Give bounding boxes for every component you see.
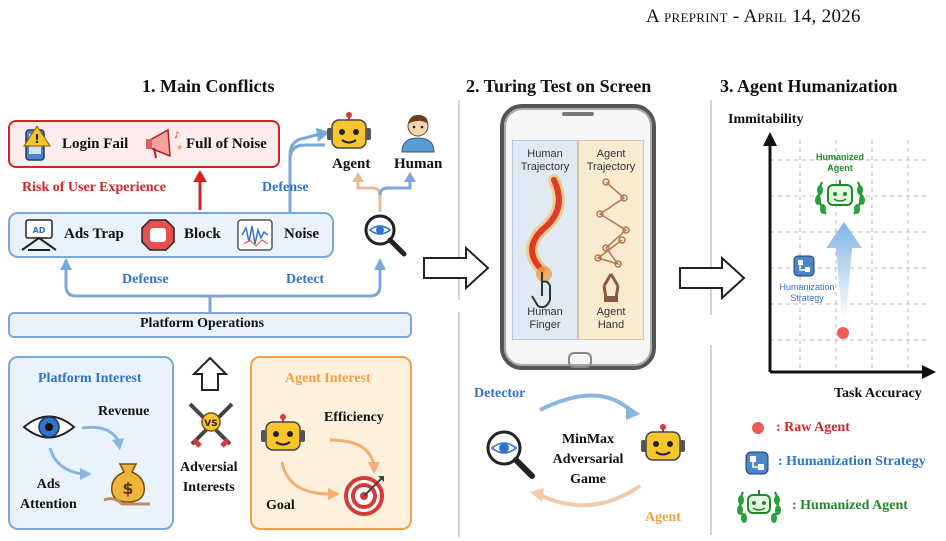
agent-interest-label: Agent Interest xyxy=(285,371,371,386)
svg-text:!: ! xyxy=(34,132,39,146)
panel2-title: 2. Turing Test on Screen xyxy=(466,76,652,96)
user-experience-box xyxy=(8,120,280,168)
robot-icon-agent xyxy=(327,112,371,149)
humanized-agent-chart-label: Humanized Agent xyxy=(815,152,864,173)
adversial-interests-label: Adversial Interests xyxy=(180,460,238,495)
minmax-game-label: MinMax Adversarial Game xyxy=(552,432,624,487)
human-icon xyxy=(401,114,435,153)
target-icon xyxy=(344,476,384,516)
detect-label: Detect xyxy=(286,272,325,287)
risk-label: Risk of User Experience xyxy=(22,180,166,195)
game-agent-label: Agent xyxy=(645,510,681,525)
phone-speaker xyxy=(562,112,594,116)
phone-warning-icon: ! xyxy=(23,125,51,161)
legend-raw-dot xyxy=(752,422,764,434)
platform-operations-label: Platform Operations xyxy=(140,316,265,331)
agent-trajectory-label: Agent Trajectory xyxy=(586,148,636,173)
detector-magnifier-icon xyxy=(486,430,535,479)
magnifier-eye-icon xyxy=(364,214,407,257)
eye-icon xyxy=(22,415,76,439)
agent-hand-label: Agent Hand xyxy=(596,306,626,331)
ads-trap-icon: AD xyxy=(21,219,57,251)
svg-text:★: ★ xyxy=(176,143,183,152)
legend-humanization-strategy: : Humanization Strategy xyxy=(778,454,926,469)
block-icon xyxy=(141,219,175,251)
robot-icon-interest xyxy=(261,414,305,451)
phone-home-button[interactable] xyxy=(568,352,592,368)
agent-side xyxy=(578,140,644,340)
divider-2 xyxy=(710,100,712,315)
legend-raw-agent: : Raw Agent xyxy=(776,420,850,435)
platform-interest-box xyxy=(8,356,174,530)
svg-text:♪: ♪ xyxy=(174,131,180,141)
human-label: Human xyxy=(394,156,443,172)
legend-humanized-icon xyxy=(737,490,781,523)
legend-humanized-agent: : Humanized Agent xyxy=(792,498,908,513)
platform-operations-box xyxy=(8,312,412,338)
human-trajectory-curve xyxy=(526,174,565,309)
human-trajectory-label: Human Trajectory xyxy=(520,148,570,173)
megaphone-icon: ♪ ★ xyxy=(146,128,183,159)
block-label: Block xyxy=(184,226,221,242)
noise-label: Noise xyxy=(284,226,319,242)
noise-icon xyxy=(237,219,273,251)
svg-text:AD: AD xyxy=(33,226,46,235)
agent-interest-box xyxy=(250,356,412,530)
humanized-agent-laurel-icon xyxy=(815,180,865,215)
detector-label: Detector xyxy=(474,386,526,401)
goal-label: Goal xyxy=(266,498,295,513)
defense-bottom-label: Defense xyxy=(122,272,169,287)
ads-attention-label: Ads Attention xyxy=(20,477,77,512)
x-axis-label: Task Accuracy xyxy=(834,386,922,401)
ads-trap-label: Ads Trap xyxy=(64,226,124,242)
login-fail-label: Login Fail xyxy=(62,136,129,152)
revenue-label: Revenue xyxy=(98,404,150,419)
svg-text:VS: VS xyxy=(204,419,217,429)
panel3-title: 3. Agent Humanization xyxy=(720,76,898,96)
platform-interest-label: Platform Interest xyxy=(38,371,142,386)
full-of-noise-label: Full of Noise xyxy=(186,136,267,152)
divider-1 xyxy=(458,100,460,300)
agent-label: Agent xyxy=(332,156,371,172)
page-header: A preprint - April 14, 2026 xyxy=(646,6,861,27)
efficiency-label: Efficiency xyxy=(324,410,384,425)
robot-icon-game xyxy=(641,424,685,461)
panel1-title: 1. Main Conflicts xyxy=(142,76,275,96)
humanization-strategy-chart-icon xyxy=(793,255,815,277)
crossed-swords-icon: VS xyxy=(188,402,234,448)
divider-1b xyxy=(458,312,460,537)
agent-trajectory-path xyxy=(594,178,630,302)
y-axis-label: Immitability xyxy=(728,112,804,127)
defense-top-label: Defense xyxy=(262,180,309,195)
humanization-strategy-chart-label: Humanization Strategy xyxy=(779,282,835,303)
money-bag-icon: $ xyxy=(103,463,150,506)
human-finger-label: Human Finger xyxy=(527,306,563,331)
divider-2b xyxy=(710,345,712,535)
svg-text:$: $ xyxy=(122,479,133,498)
legend-strategy-icon xyxy=(745,451,769,475)
raw-agent-dot xyxy=(837,327,849,339)
